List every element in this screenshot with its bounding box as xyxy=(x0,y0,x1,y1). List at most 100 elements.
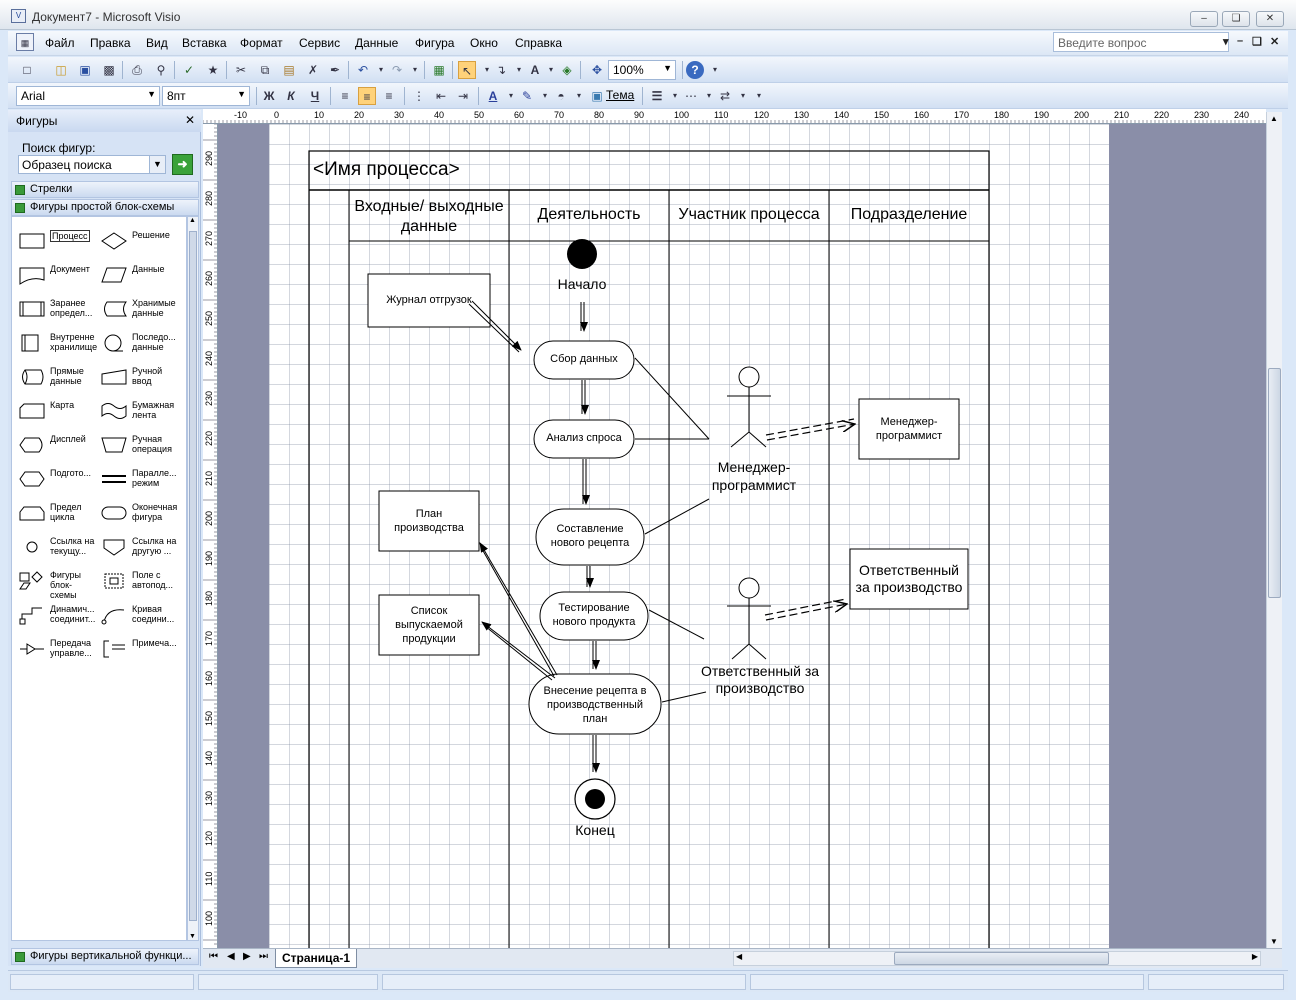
line-ends-dropdown-icon[interactable]: ▾ xyxy=(740,91,745,100)
copy-icon[interactable]: ⧉ xyxy=(260,63,270,77)
spelling-icon[interactable]: ✓ xyxy=(183,63,195,77)
fill-color-dropdown-icon[interactable]: ▾ xyxy=(576,91,581,100)
help-icon[interactable]: ? xyxy=(686,61,704,79)
start-node[interactable] xyxy=(567,239,597,269)
search-shapes-input[interactable]: Образец поиска ▼ xyxy=(18,155,166,174)
stencil-cross-functional[interactable]: Фигуры вертикальной функци... xyxy=(11,948,199,965)
stencil-basic-flowchart[interactable]: Фигуры простой блок-схемы xyxy=(11,199,199,216)
prev-page-icon[interactable]: ◀ xyxy=(227,951,235,962)
lane-header-department[interactable]: Подразделение xyxy=(850,206,968,223)
actor-production-responsible[interactable] xyxy=(727,577,771,660)
undo-dropdown-icon[interactable]: ▾ xyxy=(378,65,383,74)
last-page-icon[interactable]: ⏭ xyxy=(259,951,268,962)
font-size-select[interactable]: 8пт ▼ xyxy=(162,86,250,106)
align-left-icon[interactable]: ≡ xyxy=(341,89,349,103)
new-icon[interactable]: □ xyxy=(23,63,31,77)
stencil-shape[interactable]: Ручная операция xyxy=(98,429,180,459)
close-button[interactable]: ✕ xyxy=(1256,11,1284,27)
pointer-dropdown-icon[interactable]: ▾ xyxy=(484,65,489,74)
stencil-shape[interactable]: Ручной ввод xyxy=(98,361,180,391)
stencil-shape[interactable]: Примеча... xyxy=(98,633,180,663)
stencil-shape[interactable]: Прямые данные xyxy=(16,361,98,391)
stencil-shape[interactable]: Данные xyxy=(98,259,180,289)
line-color-dropdown-icon[interactable]: ▾ xyxy=(542,91,547,100)
shape-data-icon[interactable]: ◈ xyxy=(562,63,572,77)
decrease-indent-icon[interactable]: ⇤ xyxy=(435,89,447,103)
doc-close-button[interactable]: ✕ xyxy=(1270,36,1280,48)
theme-icon[interactable]: ▣ xyxy=(591,89,603,103)
bullets-icon[interactable]: ⋮ xyxy=(413,89,425,103)
process-title[interactable]: <Имя процесса> xyxy=(313,159,460,180)
scroll-right-icon[interactable]: ▶ xyxy=(1251,952,1258,961)
stencil-shape[interactable]: Динамич... соединит... xyxy=(16,599,98,629)
menu-view[interactable]: Вид xyxy=(146,36,168,50)
document-icon[interactable]: ▦ xyxy=(16,33,34,51)
restore-button[interactable]: ❏ xyxy=(1222,11,1250,27)
menu-window[interactable]: Окно xyxy=(470,36,498,50)
stencil-shape[interactable]: Паралле... режим xyxy=(98,463,180,493)
redo-dropdown-icon[interactable]: ▾ xyxy=(412,65,417,74)
pan-zoom-icon[interactable]: ✥ xyxy=(591,63,603,77)
zoom-dropdown-icon[interactable]: ▼ xyxy=(663,63,672,73)
line-weight-dropdown-icon[interactable]: ▾ xyxy=(672,91,677,100)
lane-header-io[interactable]: Входные/ выходные данные xyxy=(354,198,504,235)
scroll-down-icon[interactable]: ▼ xyxy=(189,933,196,940)
menu-file[interactable]: Файл xyxy=(45,36,75,50)
print-icon[interactable]: ⎙ xyxy=(132,63,142,77)
help-question-input[interactable]: Введите вопрос xyxy=(1053,32,1229,52)
format-painter-icon[interactable]: ✒ xyxy=(329,63,341,77)
activity-testing[interactable] xyxy=(539,591,649,641)
stencil-shape[interactable]: Предел цикла xyxy=(16,497,98,527)
canvas-vertical-scrollbar[interactable]: ▲ ▼ xyxy=(1266,112,1282,948)
scroll-up-icon[interactable]: ▲ xyxy=(1270,114,1278,123)
bold-button[interactable]: Ж xyxy=(263,89,275,103)
stencil-shape[interactable]: Оконечная фигура xyxy=(98,497,180,527)
horizontal-scroll-thumb[interactable] xyxy=(894,952,1109,965)
permission-icon[interactable]: ▩ xyxy=(103,63,115,77)
menu-tools[interactable]: Сервис xyxy=(299,36,341,50)
menu-edit[interactable]: Правка xyxy=(90,36,131,50)
font-dropdown-icon[interactable]: ▼ xyxy=(147,89,156,99)
activity-demand-analysis[interactable] xyxy=(533,419,635,459)
visio-app-icon[interactable]: V xyxy=(11,9,26,23)
doc-minimize-button[interactable]: – xyxy=(1237,35,1244,47)
menu-help[interactable]: Справка xyxy=(515,36,563,50)
line-pattern-dropdown-icon[interactable]: ▾ xyxy=(706,91,711,100)
fill-color-icon[interactable]: ◓ xyxy=(557,89,565,103)
stencil-shape[interactable]: Передача управле... xyxy=(16,633,98,663)
shapes-window-icon[interactable]: ▦ xyxy=(433,63,445,77)
increase-indent-icon[interactable]: ⇥ xyxy=(457,89,469,103)
doc-restore-button[interactable]: ❏ xyxy=(1252,36,1262,48)
stencil-shape[interactable]: Карта xyxy=(16,395,98,425)
font-size-dropdown-icon[interactable]: ▼ xyxy=(237,89,246,99)
font-select[interactable]: Arial ▼ xyxy=(16,86,160,106)
italic-button[interactable]: К xyxy=(287,89,295,103)
line-pattern-icon[interactable]: ⋯ xyxy=(685,89,697,103)
stencil-shape[interactable]: Процесс xyxy=(16,225,98,255)
dept-manager-programmer[interactable] xyxy=(858,398,960,460)
font-color-dropdown-icon[interactable]: ▾ xyxy=(508,91,513,100)
stencil-shape[interactable]: Внутренне хранилище xyxy=(16,327,98,357)
doc-shipping-log[interactable] xyxy=(367,273,491,328)
lane-header-participant[interactable]: Участник процесса xyxy=(678,206,820,223)
help-dropdown-icon[interactable]: ▾ xyxy=(1223,36,1229,48)
print-preview-icon[interactable]: ⚲ xyxy=(156,63,166,77)
stencil-shape[interactable]: Ссылка на другую ... xyxy=(98,531,180,561)
canvas-horizontal-scrollbar[interactable]: ◀ ▶ xyxy=(733,951,1261,966)
theme-button[interactable]: Тема xyxy=(606,88,635,102)
first-page-icon[interactable]: ⏮ xyxy=(209,951,218,962)
menu-insert[interactable]: Вставка xyxy=(182,36,227,50)
activity-new-recipe[interactable] xyxy=(535,508,645,566)
scroll-up-icon[interactable]: ▲ xyxy=(189,217,196,224)
stencil-shape[interactable]: Поле с автопод... xyxy=(98,565,180,595)
menu-data[interactable]: Данные xyxy=(355,36,399,50)
connector-dropdown-icon[interactable]: ▾ xyxy=(516,65,521,74)
menu-shape[interactable]: Фигура xyxy=(415,36,455,50)
search-dropdown-icon[interactable]: ▼ xyxy=(149,156,165,173)
connector-tool-icon[interactable]: ↴ xyxy=(495,63,507,77)
stencil-shape[interactable]: Подгото... xyxy=(16,463,98,493)
stencil-arrows[interactable]: Стрелки xyxy=(11,181,199,198)
text-tool-icon[interactable]: A xyxy=(530,63,540,77)
open-icon[interactable]: ◫ xyxy=(55,63,67,77)
stencil-shape[interactable]: Последо... данные xyxy=(98,327,180,357)
